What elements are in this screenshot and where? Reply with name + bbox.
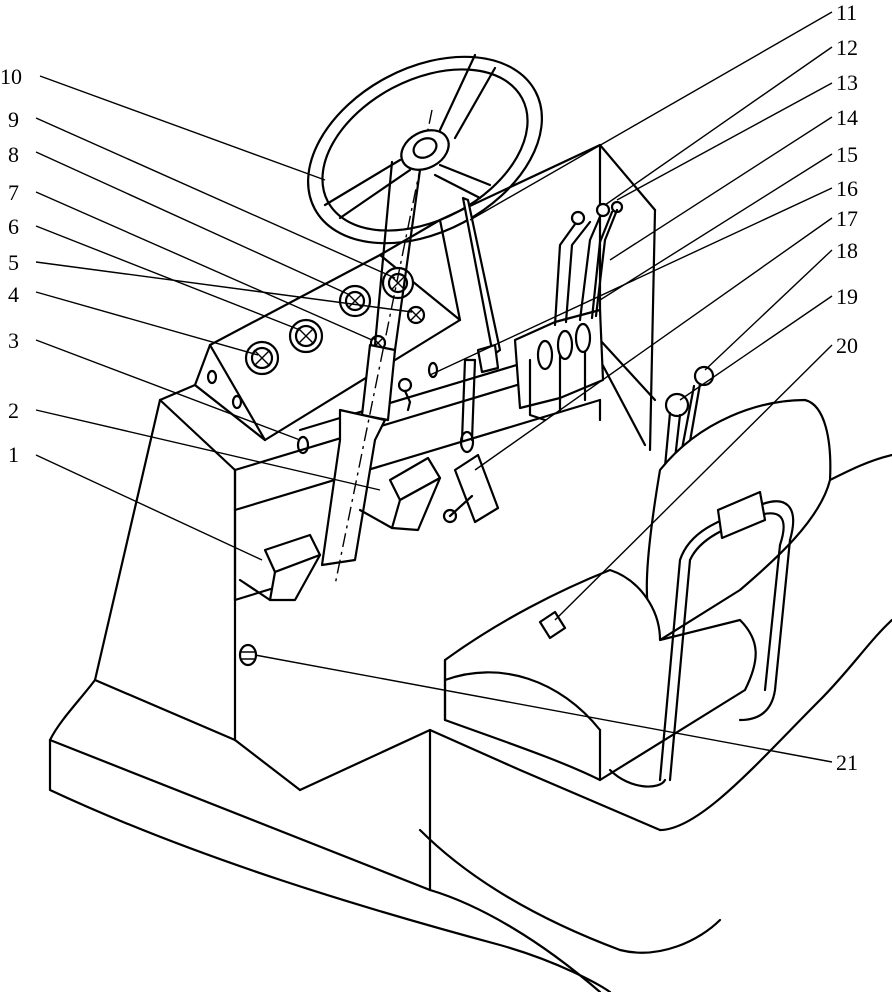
gauge-4 (244, 340, 280, 376)
brake-pedal (238, 533, 322, 602)
seat-adjuster-icon (538, 610, 567, 640)
label-5: 5 (8, 250, 19, 275)
label-19: 19 (836, 284, 858, 309)
label-17: 17 (836, 206, 858, 231)
label-10: 10 (0, 64, 22, 89)
label-11: 11 (836, 0, 857, 25)
label-8: 8 (8, 142, 19, 167)
label-21: 21 (836, 750, 858, 775)
label-4: 4 (8, 282, 19, 307)
label-15: 15 (836, 142, 858, 167)
hand-lever (459, 196, 502, 454)
label-16: 16 (836, 176, 858, 201)
panel-hole-icon (296, 435, 310, 455)
accelerator-pedal (442, 453, 500, 524)
gauge-6 (288, 318, 324, 354)
label-7: 7 (8, 180, 19, 205)
seat-handle-grip (716, 490, 767, 540)
label-18: 18 (836, 238, 858, 263)
label-2: 2 (8, 398, 19, 423)
label-14: 14 (836, 105, 858, 130)
gauge-8 (338, 284, 372, 318)
instrument-panel (193, 218, 462, 455)
panel-bolt-icon (231, 394, 243, 410)
label-12: 12 (836, 35, 858, 60)
panel-bolt-icon (206, 369, 218, 385)
clutch-pedal (358, 456, 442, 532)
ignition-key-icon (397, 361, 439, 412)
control-valve-block (513, 200, 624, 422)
indicator-5 (406, 305, 426, 325)
labels: 1 2 3 4 5 6 7 8 9 10 11 12 13 14 15 16 1… (0, 0, 858, 775)
gauge-9 (381, 266, 415, 300)
label-6: 6 (8, 214, 19, 239)
label-13: 13 (836, 70, 858, 95)
label-1: 1 (8, 442, 19, 467)
dashboard-housing (158, 143, 657, 602)
steering-wheel (307, 53, 543, 245)
label-3: 3 (8, 328, 19, 353)
side-connector-icon (238, 643, 258, 667)
leader-lines (35, 11, 833, 763)
steering-column (320, 109, 433, 586)
cab-floor (48, 398, 892, 994)
operator-seat (443, 398, 832, 788)
label-9: 9 (8, 107, 19, 132)
label-20: 20 (836, 333, 858, 358)
